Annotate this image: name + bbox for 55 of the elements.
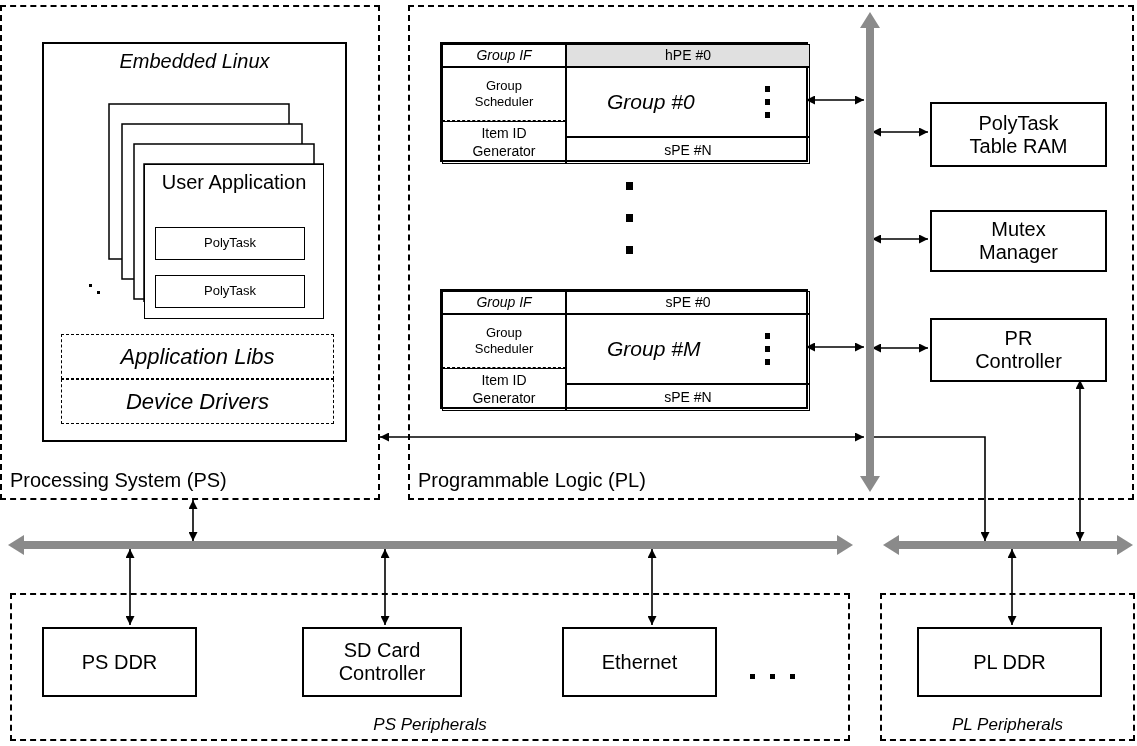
box-title: Embedded Linux [119, 50, 270, 73]
dashed-region [0, 5, 380, 500]
process-box: Mutex Manager [930, 210, 1107, 272]
process-box: Ethernet [562, 627, 717, 697]
table-cell: Group IF [442, 44, 566, 67]
table-cell: Group Scheduler [442, 67, 566, 121]
process-box: SD Card Controller [302, 627, 462, 697]
arrow [380, 548, 390, 626]
os-box [42, 42, 347, 442]
table-cell: Group IF [442, 291, 566, 314]
process-box: PolyTask Table RAM [930, 102, 1107, 167]
region-label: Programmable Logic (PL) [418, 469, 646, 492]
arrow [871, 127, 929, 137]
arrow [871, 343, 929, 353]
bus-bar [883, 535, 1133, 555]
region-label: PS Peripherals [373, 715, 487, 735]
region-label: Processing System (PS) [10, 469, 227, 492]
table-cell: sPE #0 [566, 291, 810, 314]
box-label: Group #0 [607, 90, 695, 114]
arrow [805, 342, 865, 352]
process-box: PR Controller [930, 318, 1107, 382]
arrow [125, 548, 135, 626]
table-cell: Group Scheduler [442, 314, 566, 368]
task-box: PolyTask [155, 227, 305, 260]
layer-box: Device Drivers [61, 379, 334, 424]
bus-bar [8, 535, 853, 555]
arrow [647, 548, 657, 626]
region-label: PL Peripherals [951, 715, 1064, 735]
page-title: User Application [160, 171, 308, 194]
arrow [871, 234, 929, 244]
dashed-region [880, 593, 1135, 741]
arrow [871, 436, 990, 542]
group-block [440, 42, 808, 162]
arrow [379, 432, 865, 442]
arrow [188, 499, 198, 542]
table-cell: Item ID Generator [442, 368, 566, 411]
arrow [805, 95, 865, 105]
arrow [1075, 379, 1085, 542]
dashed-region [408, 5, 1134, 500]
task-box: PolyTask [155, 275, 305, 308]
table-cell: hPE #0 [566, 44, 810, 67]
bus-bar [860, 12, 880, 492]
process-box: PS DDR [42, 627, 197, 697]
group-block [440, 289, 808, 409]
table-cell: sPE #N [566, 137, 810, 164]
dashed-region [10, 593, 850, 741]
table-cell: Item ID Generator [442, 121, 566, 164]
table-cell [566, 67, 810, 137]
arrow [1007, 548, 1017, 626]
table-cell [566, 314, 810, 384]
process-box: PL DDR [917, 627, 1102, 697]
page-box [144, 164, 324, 319]
table-cell: sPE #N [566, 384, 810, 411]
box-label: Group #M [607, 337, 701, 361]
layer-box: Application Libs [61, 334, 334, 379]
